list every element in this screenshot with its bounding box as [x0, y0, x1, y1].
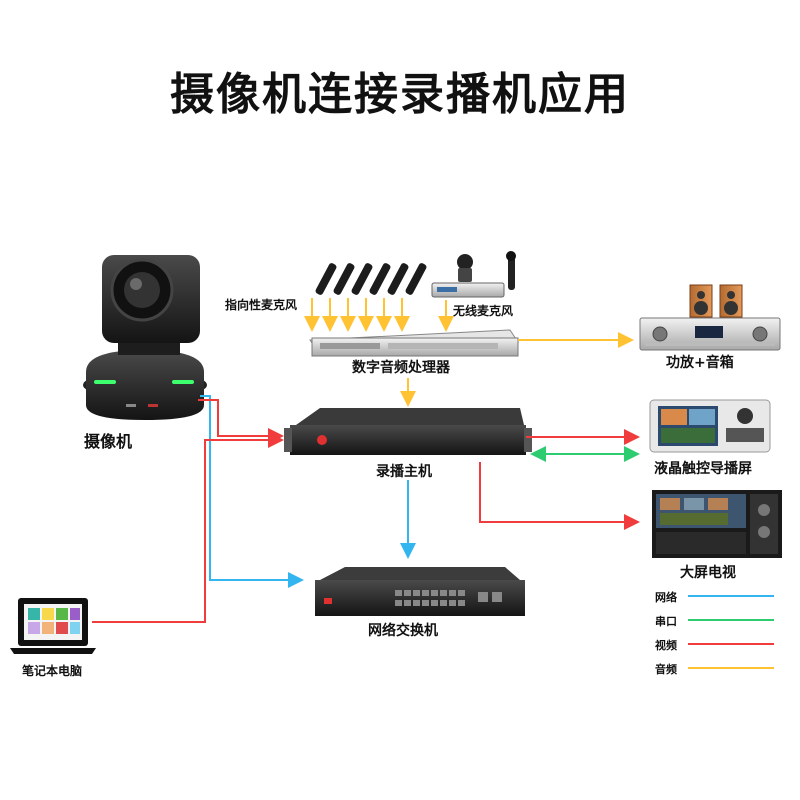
page-title: 摄像机连接录播机应用	[170, 69, 630, 120]
recorder-device	[284, 408, 532, 455]
directional-mics	[315, 263, 427, 295]
directional-mic-label: 指向性麦克风	[225, 298, 298, 312]
legend-video: 视频	[655, 639, 677, 652]
legend-audio: 音频	[655, 663, 677, 676]
audio-processor-label: 数字音频处理器	[352, 360, 450, 376]
laptop-device	[10, 598, 96, 654]
amplifier-speakers-device	[639, 284, 781, 351]
recorder-label: 录播主机	[376, 464, 432, 480]
wireless-mic-device	[431, 251, 516, 298]
camera-label: 摄像机	[84, 432, 133, 451]
network-lines	[200, 395, 416, 588]
legend-lines	[688, 595, 774, 669]
wireless-mic-label: 无线麦克风	[453, 304, 514, 318]
legend-serial: 串口	[655, 615, 677, 628]
big-screen-label: 大屏电视	[680, 565, 736, 581]
legend-network: 网络	[655, 591, 677, 604]
amp-speaker-label: 功放+音箱	[666, 355, 734, 371]
audio-processor-device	[309, 329, 519, 357]
big-screen-device	[652, 490, 782, 558]
video-lines	[92, 399, 640, 623]
switch-device	[315, 567, 525, 616]
switch-label: 网络交换机	[368, 623, 438, 639]
touch-screen-label: 液晶触控导播屏	[654, 461, 752, 477]
touch-screen-device	[649, 399, 771, 453]
camera-device	[83, 255, 207, 420]
laptop-label: 笔记本电脑	[22, 664, 83, 678]
audio-lines	[304, 298, 634, 407]
